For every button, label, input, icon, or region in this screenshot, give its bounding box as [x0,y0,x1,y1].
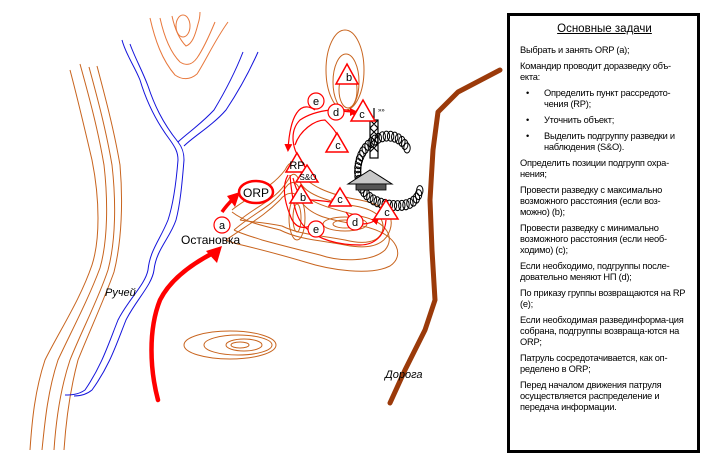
wire-coil [416,185,424,197]
marker-e-bottom: e [307,220,325,238]
svg-text:d: d [352,217,358,229]
wire-coil [393,200,402,212]
task-item: Перед началом движения патруля осуществл… [520,380,662,412]
marker-rp: RP [284,151,310,173]
marker-e-top: e [307,92,325,110]
road [387,67,503,406]
contour-ridge-left [29,63,123,451]
svg-text:c: c [335,140,341,152]
svg-text:e: e [313,96,319,108]
wire-coil [366,192,374,204]
wire-coil [369,194,378,206]
main-tasks-panel: Основные задачи Выбрать и занять ORP (a)… [507,13,700,453]
svg-text:d: d [333,107,339,119]
wire-coil [406,197,414,209]
wire-coil [398,135,406,147]
bullet-icon: • [526,88,530,98]
svg-text:c: c [384,207,390,219]
task-subitem: •Выделить подгруппу разведки и наблюдени… [526,131,675,152]
marker-a: a [213,216,231,234]
task-subitem: •Определить пункт рассредото-чения (RP); [526,88,671,109]
wire-coil [354,158,363,170]
marker-c-mid: c [324,131,350,153]
svg-text:c: c [359,109,365,121]
task-item: Командир проводит доразведку объ-екта: [520,61,671,82]
wire-coil [391,131,399,143]
marker-b-top: b [334,62,360,85]
marker-b-bottom: b [288,183,314,204]
task-item: По приказу группы возвращаются на RP (e)… [520,288,686,309]
task-item: Выбрать и занять ORP (a); [520,45,630,55]
bullet-icon: • [526,115,530,125]
stream-label: Ручей [105,287,136,299]
svg-text:S&O: S&O [300,173,317,182]
task-item: Если необходимо, подгруппы после-довател… [520,261,670,282]
stream [64,39,259,397]
marker-c-tower: c [349,98,377,122]
wire-coil [359,146,367,158]
orp-arrowhead [227,192,240,207]
marker-c-right: c [327,186,353,207]
svg-text:b: b [346,72,352,84]
svg-text:RP: RP [289,160,304,172]
stop-label: Остановка [181,233,241,247]
approach-route [149,250,216,403]
contour-hill-top [149,11,229,80]
svg-text:e: e [313,224,319,236]
svg-text:a: a [219,220,226,232]
wire-coil [354,162,362,174]
orp-marker [237,179,275,205]
task-item: Определить позиции подгрупп охра-нения; [520,158,669,179]
wire-coil [412,192,421,204]
bullet-icon: • [526,131,530,141]
wire-coil [354,166,362,178]
marker-c-east: c [372,198,400,220]
task-subitem: •Уточнить объект; [526,115,615,125]
task-item: Провести разведку с минимально возможног… [520,223,667,255]
task-item: Провести разведку с максимально возможно… [520,185,663,217]
panel-title: Основные задачи [557,23,652,35]
wire-coil [361,142,369,154]
task-item: Если необходимая развединформа-ция собра… [520,315,684,347]
wire-coil [394,133,403,145]
marker-d-bottom: d [346,213,364,231]
wire-coil [386,130,395,142]
wire-coil [398,199,406,211]
svg-text:b: b [300,192,306,204]
task-item: Патруль сосредотачивается, как оп-ределе… [520,353,668,374]
approach-arrowhead [206,246,222,263]
wire-coil [402,199,410,211]
wire-coil [403,142,411,154]
contour-hill-bottom [183,330,277,360]
svg-text:»»: »» [378,108,385,114]
target-building-icon [346,169,394,191]
marker-d-top: d [327,103,345,121]
svg-text:c: c [337,194,343,206]
wire-loops [354,130,424,212]
wire-coil [373,196,381,208]
marker-so: S&O [294,163,320,183]
wire-coil [382,130,391,142]
wire-coil [378,131,386,143]
task-list: Выбрать и занять ORP (a); Командир провод… [520,45,689,413]
road-label: Дорога [383,369,423,381]
orp-label: ORP [243,186,269,200]
